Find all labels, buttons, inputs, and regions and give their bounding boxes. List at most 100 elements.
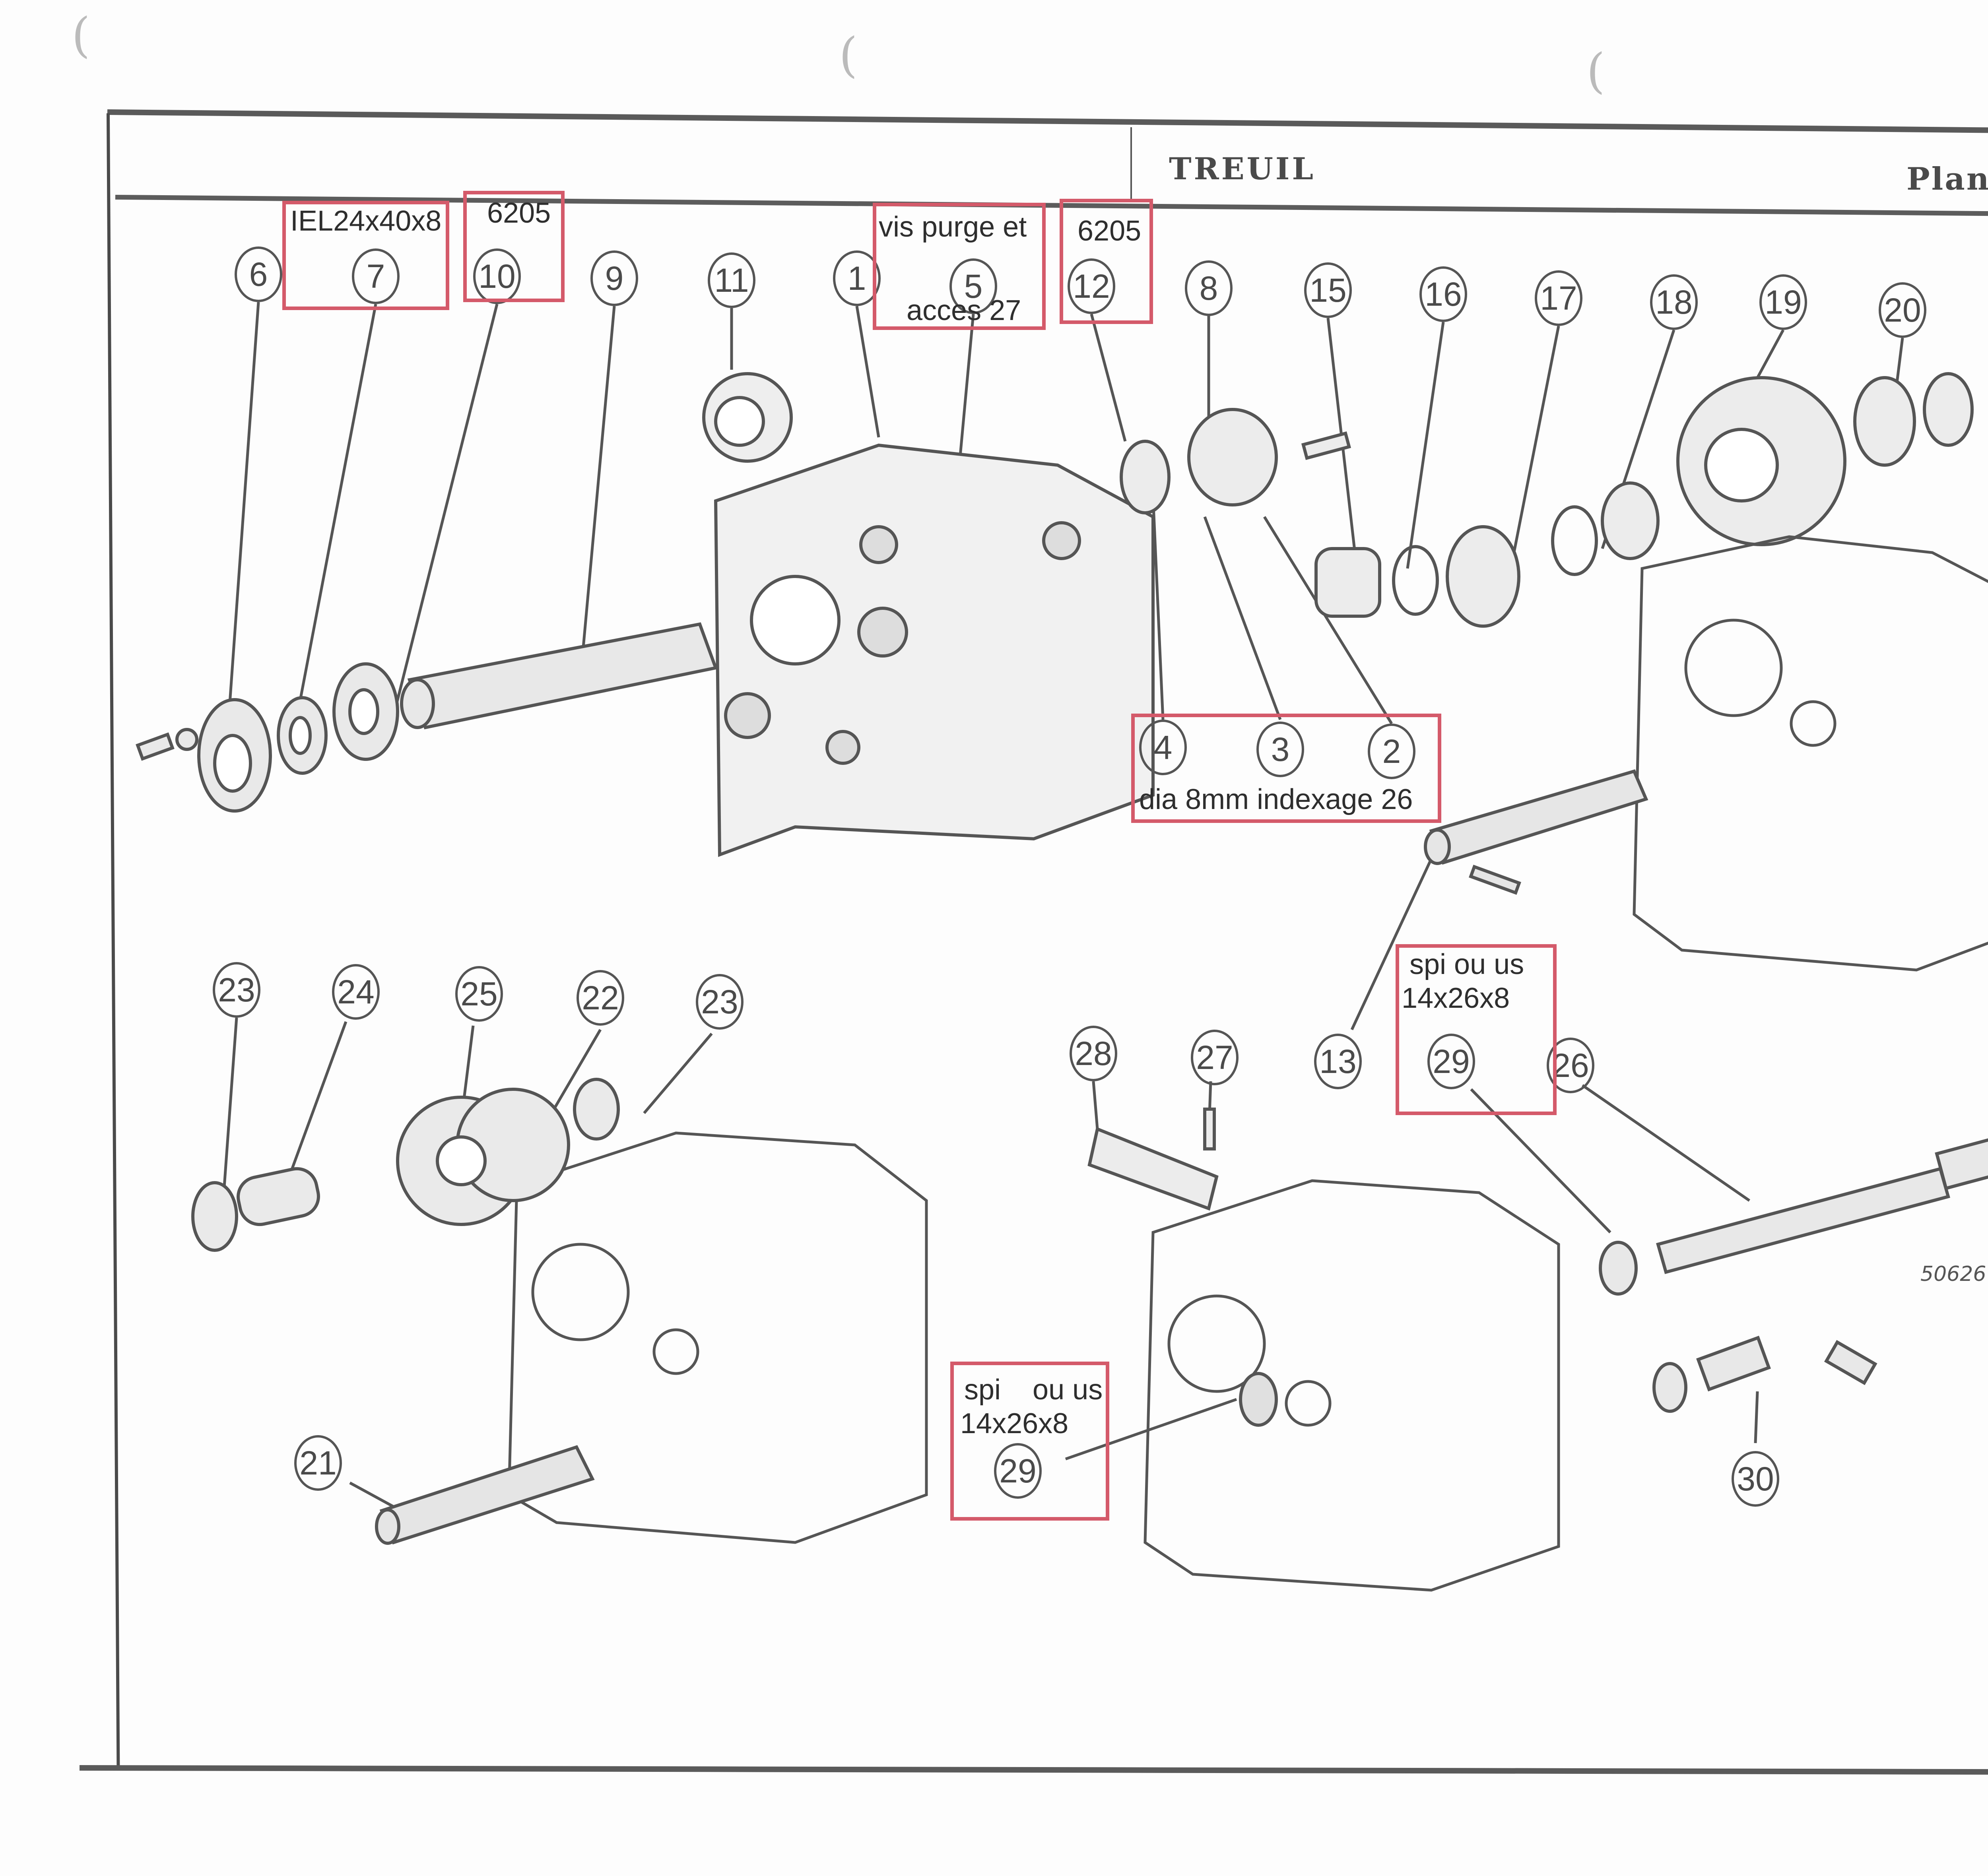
scan-artifact: ( [72, 8, 90, 63]
callout-6: 6 [235, 246, 282, 302]
callout-18: 18 [1650, 274, 1698, 330]
gear-hub [436, 1135, 487, 1186]
seal-7-bore [289, 716, 312, 755]
callout-23-right: 23 [696, 974, 744, 1030]
leader-line [581, 306, 616, 656]
annotation-text-seal-29-upper-line1: spi ou us [1409, 949, 1524, 980]
callout-4: 4 [1139, 720, 1187, 775]
plate-number: Planche 226 [1906, 161, 1988, 197]
annotation-text-bearing-12: 6205 [1077, 215, 1142, 247]
callout-28: 28 [1070, 1026, 1117, 1081]
annotation-text-screw-5-line1: vis purge et [879, 211, 1027, 243]
binding-tick-mark [1130, 127, 1132, 199]
callout-10: 10 [473, 248, 521, 304]
winch-housing-lower-middle [1143, 1179, 1560, 1592]
flange-6-bore [213, 734, 252, 793]
shaft-9 [400, 622, 718, 729]
annotation-box-bearing-7 [282, 201, 449, 310]
leader-line [1582, 1084, 1750, 1202]
callout-11: 11 [708, 252, 755, 308]
winch-housing-lower-left [507, 1131, 928, 1544]
winch-housing-top [714, 443, 1155, 857]
leader-line [1203, 516, 1282, 720]
leader-line [1350, 858, 1433, 1030]
screw [136, 732, 175, 761]
callout-7: 7 [352, 248, 400, 304]
leader-line [227, 302, 260, 720]
callout-29-upper: 29 [1427, 1034, 1475, 1089]
annotation-text-seal-29-lower-line1: spi ou us [964, 1374, 1103, 1406]
leader-line [392, 304, 499, 716]
leader-line [1092, 1081, 1099, 1129]
drawing-reference-number: 50626 [1920, 1262, 1986, 1286]
pin-13 [1424, 769, 1648, 895]
callout-13: 13 [1314, 1034, 1362, 1089]
callout-26: 26 [1547, 1038, 1594, 1093]
callout-27: 27 [1191, 1030, 1239, 1085]
bearing-20 [1853, 376, 1916, 467]
leader-line [1263, 516, 1393, 724]
leader-line [1065, 1398, 1237, 1461]
callout-24: 24 [332, 964, 380, 1020]
fork-28 [1087, 1108, 1219, 1211]
callout-8: 8 [1185, 260, 1233, 316]
callout-30: 30 [1732, 1451, 1779, 1507]
bush-19 [1601, 481, 1660, 560]
page-title: TREUIL [1169, 151, 1316, 186]
annotation-box-screw-5 [873, 203, 1046, 330]
rod-26 [1599, 1135, 1988, 1296]
washer-23 [191, 1181, 238, 1252]
callout-2: 2 [1368, 724, 1415, 779]
callout-1: 1 [833, 250, 881, 306]
seal-29-upper-part [1599, 1241, 1638, 1296]
cover-8 [1187, 408, 1278, 506]
gear-19-hub [1704, 428, 1779, 502]
callout-19: 19 [1759, 274, 1807, 330]
leader-line [1505, 326, 1560, 589]
leader-line [1151, 497, 1165, 720]
bearing-10-bore [348, 688, 379, 735]
leader-line [1090, 314, 1127, 442]
circlip-16 [1392, 545, 1439, 616]
washer-23-right [573, 1078, 620, 1141]
seal-29-lower-part [1239, 1372, 1278, 1427]
leader-line [293, 304, 377, 732]
leader-line [349, 1481, 394, 1508]
leader-line [855, 306, 880, 438]
annotation-box-bearing-12 [1060, 199, 1153, 324]
annotation-box-seal-29-upper [1396, 944, 1557, 1115]
callout-9: 9 [590, 250, 638, 306]
bush-15 [1314, 547, 1381, 618]
circlip-18 [1551, 505, 1598, 576]
annotation-box-parts-4-3-2 [1131, 714, 1441, 823]
annotation-text-bearing-10: 6205 [487, 197, 551, 229]
clevis-30 [1652, 1335, 1877, 1413]
annotation-text-screw-5-line2: acces 27 [907, 295, 1021, 326]
callout-17: 17 [1535, 270, 1582, 326]
callout-21: 21 [294, 1435, 342, 1491]
callout-23: 23 [213, 962, 260, 1018]
callout-22: 22 [577, 970, 624, 1026]
annotation-box-bearing-10 [463, 191, 565, 302]
leader-line [643, 1032, 713, 1114]
leader-line [285, 1021, 348, 1185]
scan-artifact: ( [839, 28, 858, 83]
callout-20: 20 [1879, 282, 1926, 338]
scan-artifact: ( [1586, 44, 1605, 99]
gear-11 [702, 372, 793, 463]
annotation-box-seal-29-lower [950, 1362, 1109, 1521]
leader-line [1406, 322, 1445, 569]
callout-29-lower: 29 [994, 1443, 1042, 1499]
annotation-text-seal-29-lower-line2: 14x26x8 [960, 1408, 1069, 1439]
washer [175, 728, 198, 751]
annotation-text-seal-29-upper-line2: 14x26x8 [1402, 982, 1510, 1014]
bolt [1301, 431, 1351, 460]
callout-16: 16 [1419, 266, 1467, 322]
annotation-text-bearing-7: IEL24x40x8 [290, 205, 442, 237]
callout-25: 25 [455, 966, 503, 1022]
shaft-21 [375, 1445, 595, 1545]
bearing-12 [1120, 440, 1171, 514]
winch-housing-right [1633, 535, 1988, 972]
callout-3: 3 [1256, 722, 1304, 777]
